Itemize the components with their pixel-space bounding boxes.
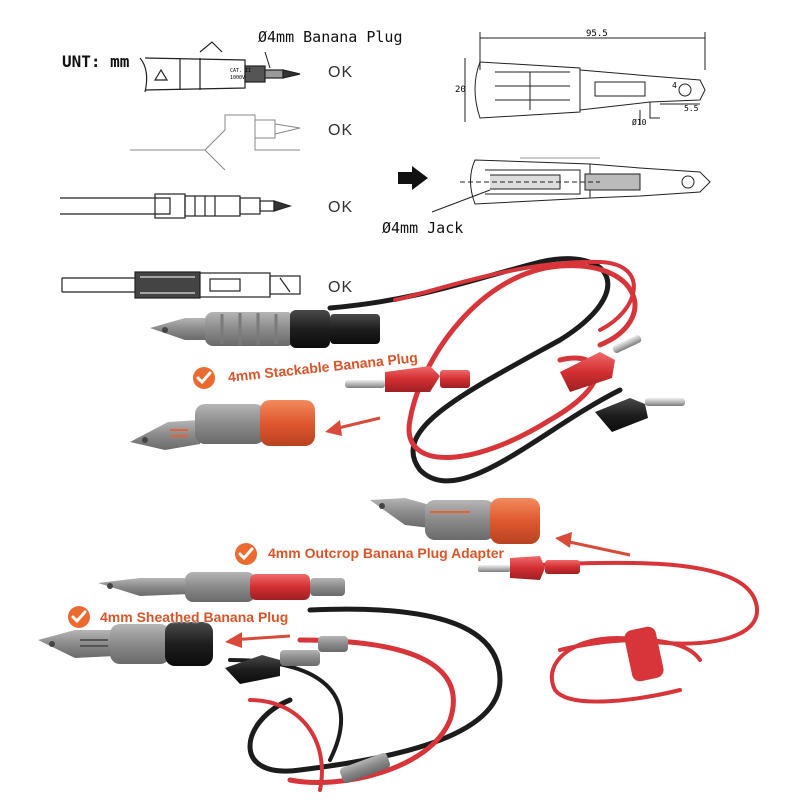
red-outcrop-adapter: [478, 556, 580, 580]
line-drawing-probe-1: [139, 41, 301, 93]
callout-outcrop: 4mm Outcrop Banana Plug Adapter: [268, 545, 504, 561]
technical-drawing-side: [464, 32, 706, 124]
banana-plug-leader: [264, 51, 271, 69]
sheathed-banana-plug-grey: [339, 753, 391, 783]
red-banana-plug-2: [560, 335, 642, 392]
technical-drawing-section: [431, 157, 711, 213]
arrow-left-2-icon: [555, 532, 572, 548]
jack-label: Ø4mm Jack: [382, 219, 464, 237]
line-drawing-probe-3: [60, 193, 293, 219]
dim-dia: Ø10: [632, 117, 647, 127]
probe-cat-text: CAT. II: [230, 68, 251, 74]
probe-sheathed-black: [38, 622, 213, 666]
probe-orange-stackable: [130, 400, 315, 450]
ok-mark-4: OK: [328, 279, 354, 296]
dim-length: 95.5: [586, 29, 608, 39]
dim-tip-a: 4: [672, 81, 677, 90]
probe-grey-red-long: [98, 572, 345, 602]
dim-tip-b: 5.5: [684, 104, 699, 113]
probe-grey-black: [150, 310, 380, 348]
probe-orange-outcrop: [370, 498, 540, 544]
arrow-left-2-line: [559, 538, 631, 557]
banana-plug-label: Ø4mm Banana Plug: [258, 28, 403, 46]
arrow-left-3-icon: [225, 632, 242, 648]
black-banana-plug: [595, 398, 685, 432]
red-stackable-banana-plug: [345, 366, 470, 392]
check-icon-sheathed: [68, 606, 90, 628]
line-drawing-probe-2: [130, 114, 301, 171]
ok-mark-2: OK: [328, 122, 354, 139]
callout-sheathed: 4mm Sheathed Banana Plug: [100, 609, 289, 625]
probe-rating-text: 1000V: [230, 75, 245, 81]
ok-mark-1: OK: [328, 64, 354, 81]
line-drawing-probe-4: [61, 271, 301, 299]
check-icon-stackable: [193, 367, 215, 389]
cable-strap: [624, 626, 664, 682]
arrow-left-1-icon: [325, 420, 342, 436]
sheathed-banana-plug-black: [225, 636, 348, 684]
arrow-right-icon: [398, 166, 428, 190]
dim-height: 20: [455, 85, 466, 95]
ok-mark-3: OK: [328, 199, 354, 216]
check-icon-outcrop: [235, 543, 257, 565]
unit-label: UNT: mm: [62, 52, 130, 71]
